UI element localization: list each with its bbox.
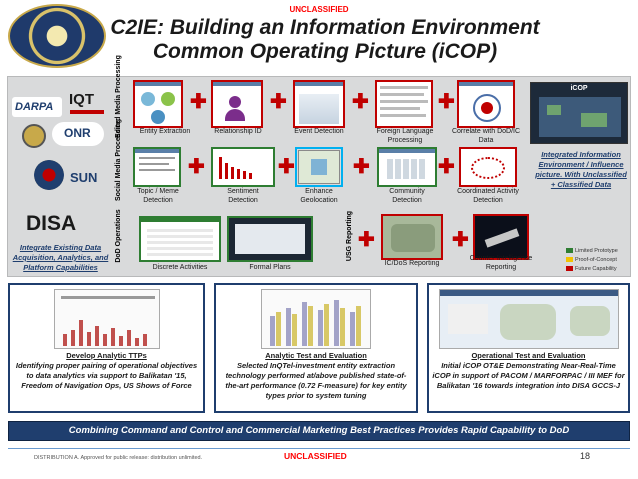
correlate-label: Correlate with DoD/IC Data [451, 128, 521, 144]
enhance-geolocation-status-box [295, 147, 343, 187]
bottom-banner: Combining Command and Control and Commer… [8, 421, 630, 441]
event-detection-label: Event Detection [294, 128, 344, 135]
panel-analytic-ttps: Develop Analytic TTPs Identifying proper… [8, 283, 205, 413]
panel-left-text: Identifying proper pairing of operationa… [15, 361, 198, 390]
panel-analytic-te: Analytic Test and Evaluation Selected In… [214, 283, 418, 413]
ttp-chart-figure [53, 289, 160, 349]
sentiment-status-box [211, 147, 275, 187]
panel-left-title: Develop Analytic TTPs [66, 351, 147, 360]
te-chart-figure [261, 289, 371, 349]
row-label-usg-reporting: USG Reporting [346, 210, 353, 262]
ic-dos-status-box [381, 214, 443, 260]
foreign-language-status-box [375, 80, 433, 128]
plus-icon: ✚ [270, 91, 287, 113]
plus-icon: ✚ [188, 156, 205, 178]
seal-logo [8, 4, 106, 68]
footer-divider [8, 448, 630, 449]
legend-item: Future Capability [566, 266, 617, 272]
entity-extraction-status-box [133, 80, 183, 128]
plus-icon: ✚ [438, 91, 455, 113]
correlate-status-box [457, 80, 515, 128]
page-number: 18 [580, 451, 591, 461]
legend-item: Limited Prototype [566, 248, 618, 254]
plus-icon: ✚ [278, 156, 295, 178]
distribution-statement: DISTRIBUTION A. Approved for public rele… [34, 455, 203, 461]
foreign-language-label: Foreign Language Processing [376, 128, 434, 144]
darpa-logo: DARPA [12, 97, 62, 117]
title-line-2: Common Operating Picture (iCOP) [152, 40, 498, 63]
plus-icon: ✚ [438, 156, 455, 178]
entity-extraction-screenshot [134, 81, 182, 127]
panel-operational-te: Operational Test and Evaluation Initial … [427, 283, 630, 413]
classification-bottom: UNCLASSIFIED [284, 451, 347, 461]
row-label-social-media: Social Media Processing [115, 118, 122, 201]
coordinated-screenshot [460, 148, 516, 186]
panel-center-title: Analytic Test and Evaluation [265, 351, 367, 360]
coordinated-status-box [459, 147, 517, 187]
community-status-box [377, 147, 437, 187]
enhance-geolocation-screenshot [298, 150, 340, 184]
sentiment-label: Sentiment Detection [227, 188, 259, 204]
sun-logo: SUN [70, 170, 98, 185]
icop-description: Integrated Information Environment / Inf… [535, 150, 627, 189]
enhance-geolocation-label: Enhance Geolocation [300, 188, 338, 204]
entity-extraction-label: Entity Extraction [139, 128, 191, 135]
panel-center-text: Selected InQTel-investment entity extrac… [225, 361, 407, 400]
event-detection-status-box [293, 80, 345, 128]
disa-logo: DISA [26, 212, 77, 235]
page-title: C2IE: Building an Information Environmen… [110, 16, 540, 64]
legend-item: Proof-of-Concept [566, 257, 617, 263]
community-label: Community Detection [389, 188, 425, 204]
integrate-text: Integrate Existing Data Acquisition, Ana… [12, 243, 109, 272]
coordinated-label: Coordinated Activity Detection [457, 188, 519, 204]
formal-plans-label: Formal Plans [249, 264, 291, 271]
discrete-activities-status-box [139, 216, 221, 262]
iqt-logo: IQT [67, 91, 107, 117]
title-line-1: C2IE: Building an Information Environmen… [110, 16, 540, 39]
plus-icon: ✚ [352, 91, 369, 113]
plus-icon: ✚ [358, 229, 375, 251]
plus-icon: ✚ [353, 156, 370, 178]
relationship-id-status-box [211, 80, 263, 128]
plus-icon: ✚ [452, 229, 469, 251]
panel-right-text: Initial iCOP OT&E Demonstrating Near-Rea… [432, 361, 625, 390]
formal-plans-status-box [227, 216, 313, 262]
icop-screenshot [530, 82, 628, 144]
discrete-activities-label: Discrete Activities [152, 264, 208, 271]
topic-meme-label: Topic / Meme Detection [137, 188, 179, 204]
relationship-id-label: Relationship ID [214, 128, 262, 135]
panel-right-title: Operational Test and Evaluation [471, 351, 586, 360]
seal-icon [22, 124, 46, 148]
counter-intel-label: Counter-Intelligence Reporting [469, 255, 533, 271]
topic-meme-status-box [133, 147, 181, 187]
row-label-dod-operations: DoD Operations [115, 209, 122, 263]
icop-title: iCOP [570, 85, 588, 92]
classification-top: UNCLASSIFIED [289, 5, 349, 14]
plus-icon: ✚ [190, 91, 207, 113]
counter-intel-status-box [473, 214, 529, 260]
command-seal-icon [34, 160, 64, 190]
ote-map-figure [438, 289, 619, 349]
onr-logo: ONR [52, 122, 104, 146]
ic-dos-label: IC/DoS Reporting [384, 260, 440, 267]
